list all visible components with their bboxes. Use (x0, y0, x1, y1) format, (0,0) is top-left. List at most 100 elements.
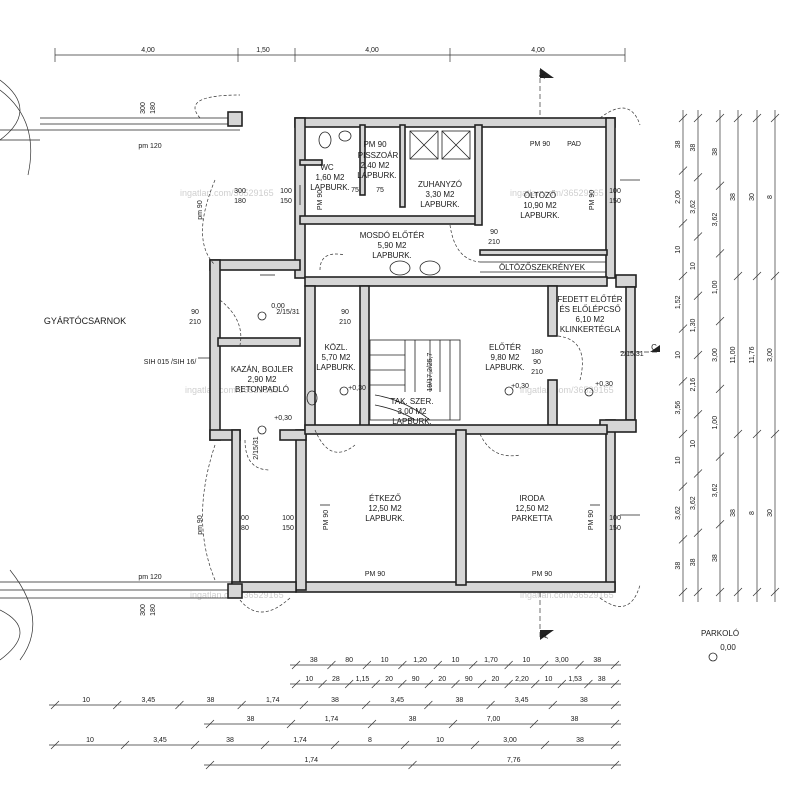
dim-label: 38 (675, 562, 682, 570)
dim-tick (733, 429, 743, 439)
dim-label: 300 (234, 188, 246, 195)
dim-tick (299, 700, 309, 710)
dim-tick (678, 166, 688, 175)
dim-tick (610, 719, 620, 729)
dim-label: 1,70 (484, 657, 498, 664)
dim-tick (693, 469, 703, 478)
level-label: +0,30 (348, 385, 366, 392)
room-name-parkolo: PARKOLÓ (701, 629, 739, 638)
door-width: 90 (191, 309, 199, 316)
level-label: +0,30 (274, 415, 292, 422)
dim-tick (330, 740, 340, 750)
stair-spec: 19/17,2/25,7 (427, 352, 434, 391)
dim-label: 180 (237, 525, 249, 532)
dim-label: 150 (280, 198, 292, 205)
dim-label: 180 (234, 198, 246, 205)
dim-label: 3,62 (690, 200, 697, 214)
dim-tick (678, 271, 688, 281)
dim-tick (770, 113, 780, 123)
section-markers: A A C (538, 68, 660, 640)
dim-tick (678, 219, 688, 228)
dim-tick (733, 271, 743, 281)
level-spec: 2/15/31 (276, 309, 299, 316)
dim-tick (752, 271, 762, 281)
dim-label: 300 (140, 102, 147, 114)
dim-tick (584, 679, 593, 689)
dim-label: 38 (226, 737, 234, 744)
dim-label: 38 (310, 657, 318, 664)
dim-tick (120, 740, 130, 750)
room-name-fedett-2: ÉS ELŐLÉPCSŐ (559, 305, 620, 314)
room-name-etkezo: ÉTKEZŐ (369, 494, 401, 503)
room-name-mosdo: MOSDÓ ELŐTÉR (360, 231, 425, 240)
door-swings (194, 94, 641, 613)
dim-label: 38 (730, 509, 737, 517)
dim-label: 10 (305, 676, 313, 683)
room-area-mosdo: 5,90 M2 (378, 241, 407, 250)
dim-tick (715, 520, 725, 529)
dim-label: 38 (593, 657, 601, 664)
door-width: 180 (531, 349, 543, 356)
dim-tick (424, 700, 433, 710)
room-area-etkezo: 12,50 M2 (368, 504, 402, 513)
pm120-label: pm 120 (138, 574, 161, 581)
dim-tick (610, 700, 620, 710)
door-width: 75 (376, 187, 384, 194)
dim-tick (260, 740, 270, 750)
dim-label: 150 (282, 525, 294, 532)
dim-tick (291, 660, 301, 670)
production-hall: GYÁRTÓCSARNOK pm 120 pm 120 pm 90 pm 90 … (0, 79, 249, 661)
dim-tick (286, 719, 296, 729)
dim-tick (678, 482, 688, 491)
dim-label: 1,53 (568, 676, 582, 683)
door-height: 210 (488, 239, 500, 246)
room-name-oltozoszekrenyek: ÖLTÖZŐSZEKRÉNYEK (499, 263, 586, 272)
dim-label: 3,62 (675, 506, 682, 520)
dim-label: 1,00 (712, 280, 719, 294)
dim-tick (770, 587, 780, 597)
door-height: 210 (339, 319, 351, 326)
dim-tick (531, 679, 540, 689)
dim-tick (693, 113, 703, 123)
dim-label: 38 (571, 716, 579, 723)
room-name-eloter: ELŐTÉR (489, 343, 521, 352)
dim-tick (715, 384, 725, 394)
level-label: +0,30 (511, 383, 529, 390)
dim-tick (693, 291, 703, 300)
room-area-zuhanyzo: 3,30 M2 (426, 190, 455, 199)
dim-label: 1,74 (266, 697, 280, 704)
dim-tick (448, 719, 458, 729)
dim-tick (424, 679, 434, 689)
room-floor-etkezo: LAPBURK. (365, 514, 405, 523)
dim-label: 38 (331, 697, 339, 704)
dim-label: 100 (609, 188, 621, 195)
room-floor-oltozo: LAPBURK. (520, 211, 560, 220)
dim-label: 90 (412, 676, 420, 683)
dim-label: 10 (452, 657, 460, 664)
door-width: 90 (533, 359, 541, 366)
top-dimension-chain: 4,00 1,50 4,00 4,00 (54, 47, 626, 62)
level-spec: 2/15/31 (253, 436, 260, 459)
dim-tick (190, 740, 200, 750)
dim-label: 90 (465, 676, 473, 683)
dim-tick (557, 679, 567, 689)
door-height: 210 (531, 369, 543, 376)
watermark: ingatlan.com/36529165 (180, 188, 274, 198)
pad-label: PAD (567, 141, 581, 148)
dim-tick (470, 740, 480, 750)
room-floor-mosdo: LAPBURK. (372, 251, 412, 260)
room-floor-iroda: PARKETTA (511, 514, 553, 523)
room-name-takszer: TAK. SZER. (391, 397, 434, 406)
dim-label: 38 (712, 148, 719, 156)
dim-label: 28 (332, 676, 340, 683)
room-area-wc: 1,60 M2 (316, 173, 345, 182)
dim-label: 2,00 (675, 190, 682, 204)
section-c-label: C (651, 343, 657, 352)
room-name-zuhanyzo: ZUHANYZÓ (418, 180, 462, 189)
dim-label: 150 (609, 525, 621, 532)
room-name-iroda: IRODA (519, 494, 545, 503)
dim-tick (715, 316, 725, 326)
dim-tick (468, 660, 478, 670)
dim-tick (175, 700, 184, 710)
